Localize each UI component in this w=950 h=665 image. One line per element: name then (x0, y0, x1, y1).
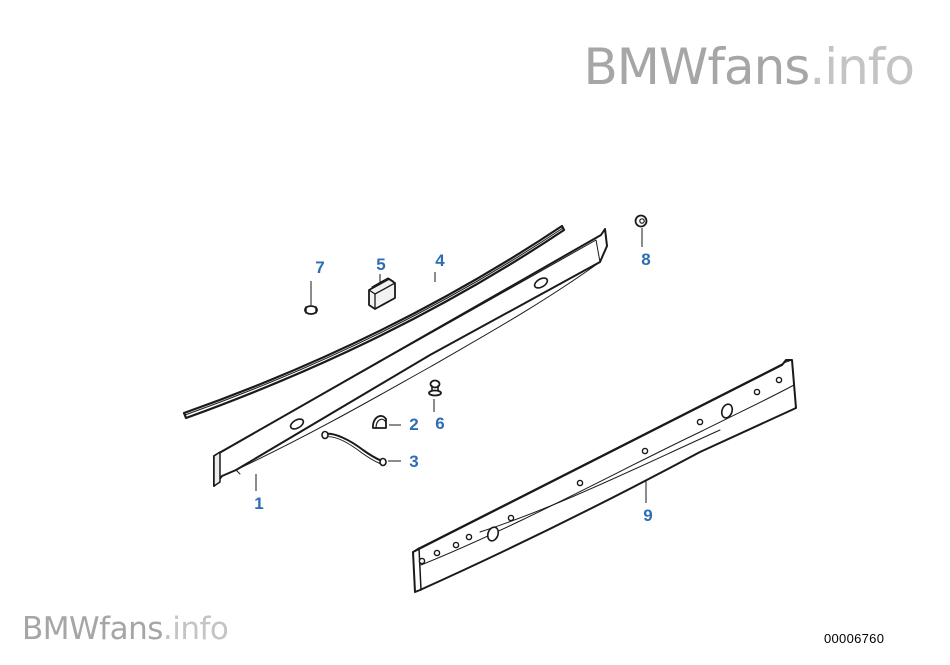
part-3-cable[interactable] (321, 430, 387, 467)
callout-leaders (255, 228, 647, 503)
watermark-bottom-brand: BMWfans (22, 611, 163, 647)
part-6-screw[interactable] (428, 379, 442, 397)
part-9-sill-panel[interactable] (412, 359, 797, 593)
part-2-clip[interactable] (372, 415, 387, 429)
watermark-top-suffix: .info (809, 38, 915, 96)
watermark-top: BMWfans.info (583, 42, 915, 92)
callout-2[interactable]: 2 (409, 415, 418, 434)
diagram-number: 00006760 (824, 631, 885, 646)
part-7-clip[interactable] (304, 305, 318, 315)
callout-4[interactable]: 4 (435, 251, 445, 270)
callout-9[interactable]: 9 (643, 506, 652, 525)
callout-5[interactable]: 5 (376, 255, 385, 274)
watermark-top-brand: BMWfans (583, 38, 810, 96)
callout-7[interactable]: 7 (315, 258, 324, 277)
part-1-sill-panel[interactable] (213, 228, 608, 487)
part-4-trim-strip[interactable] (182, 224, 566, 420)
part-8-grommet[interactable] (634, 214, 648, 228)
part-5-bracket[interactable] (368, 277, 396, 310)
watermark-bottom-suffix: .info (162, 611, 229, 647)
callout-3[interactable]: 3 (409, 452, 418, 471)
callout-6[interactable]: 6 (435, 414, 444, 433)
callout-8[interactable]: 8 (641, 250, 650, 269)
callout-1[interactable]: 1 (254, 494, 263, 513)
watermark-bottom: BMWfans.info (22, 611, 229, 647)
